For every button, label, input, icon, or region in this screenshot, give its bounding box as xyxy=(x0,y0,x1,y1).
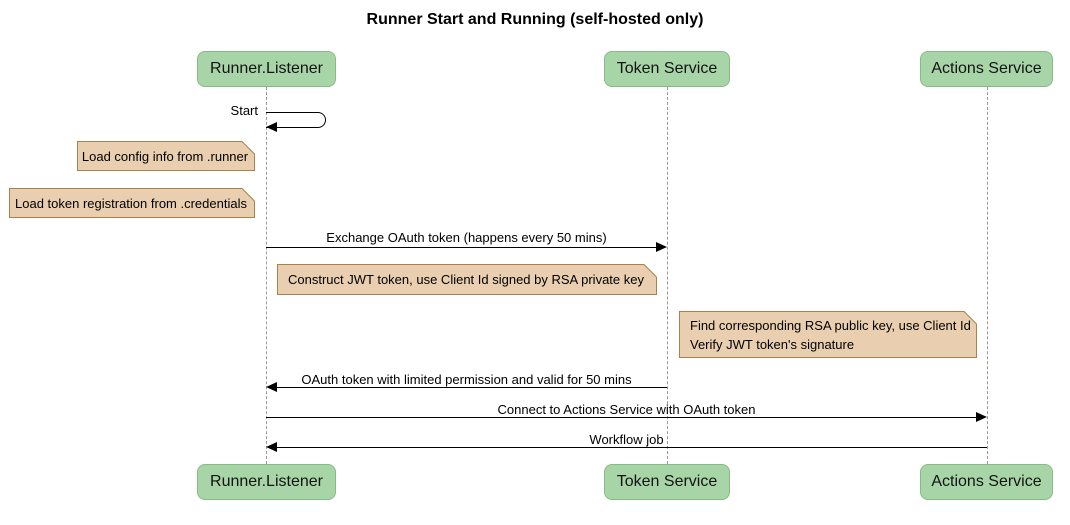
message-connect-actions-label: Connect to Actions Service with OAuth to… xyxy=(497,402,756,417)
participant-label: Token Service xyxy=(616,60,718,77)
note-verify-jwt: Find corresponding RSA public key, use C… xyxy=(679,310,977,358)
diagram-title: Runner Start and Running (self-hosted on… xyxy=(366,11,704,28)
note-text-line-1: Find corresponding RSA public key, use C… xyxy=(690,317,971,333)
participant-bottom-actions-service: Actions Service xyxy=(920,464,1053,500)
message-connect-actions-line xyxy=(266,417,977,418)
participant-label: Runner.Listener xyxy=(210,60,323,77)
arrowhead-right-icon xyxy=(976,412,987,422)
arrowhead-right-icon xyxy=(656,242,667,252)
note-text: Load config info from .runner xyxy=(81,148,249,164)
participant-label: Token Service xyxy=(616,473,718,490)
lifeline-actions-service xyxy=(987,87,988,464)
lifeline-token-service xyxy=(667,87,668,464)
note-load-token-registration: Load token registration from .credential… xyxy=(9,187,255,218)
participant-label: Runner.Listener xyxy=(210,473,323,490)
message-workflow-job-label: Workflow job xyxy=(589,432,664,447)
note-fold-icon xyxy=(242,141,255,154)
participant-top-runner-listener: Runner.Listener xyxy=(197,51,336,87)
message-start-label: Start xyxy=(230,103,258,118)
note-load-config: Load config info from .runner xyxy=(77,140,255,171)
message-start-self-loop xyxy=(266,112,326,128)
message-exchange-oauth-line xyxy=(266,247,657,248)
message-oauth-return-label: OAuth token with limited permission and … xyxy=(301,372,632,387)
message-exchange-oauth-label: Exchange OAuth token (happens every 50 m… xyxy=(326,230,607,245)
note-text: Construct JWT token, use Client Id signe… xyxy=(288,272,644,287)
note-fold-icon xyxy=(644,264,657,277)
participant-top-actions-service: Actions Service xyxy=(920,51,1053,87)
lifeline-runner-listener xyxy=(266,87,267,464)
note-construct-jwt: Construct JWT token, use Client Id signe… xyxy=(277,263,657,295)
participant-top-token-service: Token Service xyxy=(604,51,730,87)
note-text-line-2: Verify JWT token's signature xyxy=(690,336,855,352)
arrowhead-left-icon xyxy=(266,382,277,392)
note-fold-icon xyxy=(964,311,977,324)
participant-label: Actions Service xyxy=(931,60,1042,77)
note-text: Load token registration from .credential… xyxy=(15,195,247,211)
message-oauth-return-line xyxy=(276,387,667,388)
arrowhead-left-icon xyxy=(266,122,277,132)
participant-bottom-runner-listener: Runner.Listener xyxy=(197,464,336,500)
arrowhead-left-icon xyxy=(266,442,277,452)
message-workflow-job-line xyxy=(276,447,987,448)
note-fold-icon xyxy=(242,188,255,201)
participant-bottom-token-service: Token Service xyxy=(604,464,730,500)
participant-label: Actions Service xyxy=(931,473,1042,490)
